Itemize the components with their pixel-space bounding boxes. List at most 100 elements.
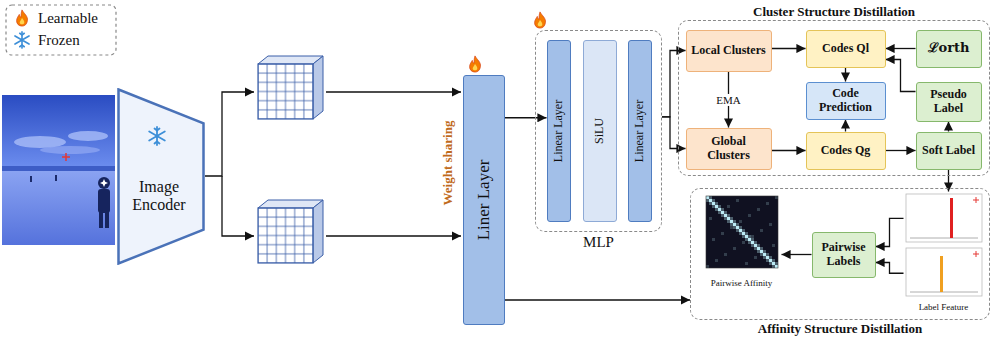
heatmap-cell <box>763 196 766 199</box>
heatmap-cell <box>751 244 754 247</box>
heatmap-cell <box>724 211 727 214</box>
heatmap-cell <box>730 199 733 202</box>
heatmap-cell <box>712 199 715 202</box>
heatmap-cell <box>748 262 751 265</box>
heatmap-cell <box>745 241 748 244</box>
feature-map <box>258 56 323 119</box>
heatmap-cell <box>748 223 751 226</box>
heatmap-cell <box>754 229 757 232</box>
heatmap-cell <box>742 241 745 244</box>
heatmap-cell <box>706 259 709 262</box>
heatmap-cell <box>715 211 718 214</box>
heatmap-cell <box>742 232 745 235</box>
heatmap-cell <box>718 211 721 214</box>
heatmap-cell <box>724 202 727 205</box>
heatmap-cell <box>763 232 766 235</box>
heatmap-cell <box>727 244 730 247</box>
sky <box>2 95 115 170</box>
heatmap-cell <box>727 265 730 268</box>
heatmap-cell <box>775 256 778 259</box>
heatmap-cell <box>715 235 718 238</box>
heatmap-cell <box>727 208 730 211</box>
heatmap-cell <box>706 223 709 226</box>
heatmap-cell <box>769 241 772 244</box>
heatmap-cell <box>736 205 739 208</box>
heatmap-cell <box>730 211 733 214</box>
node-label: Pairwise Affinity <box>702 278 782 288</box>
heatmap-cell <box>760 241 763 244</box>
heatmap-cell <box>721 235 724 238</box>
heatmap-cell <box>715 241 718 244</box>
heatmap-cell <box>727 235 730 238</box>
heatmap-cell <box>757 259 760 262</box>
heatmap-cell <box>775 259 778 262</box>
heatmap-cell <box>775 217 778 220</box>
heatmap-cell <box>712 238 715 241</box>
label-box: Pairwise Labels <box>812 232 876 278</box>
heatmap-cell <box>766 199 769 202</box>
node-label: Codes Ql <box>822 42 869 55</box>
heatmap-cell <box>745 196 748 199</box>
heatmap-cell <box>733 196 736 199</box>
heatmap-cell <box>736 238 739 241</box>
heatmap-cell <box>727 211 730 214</box>
heatmap-cell <box>727 199 730 202</box>
heatmap-cell <box>775 250 778 253</box>
heatmap-cell <box>760 214 763 217</box>
heatmap-cell <box>757 238 760 241</box>
heatmap-cell <box>760 220 763 223</box>
heatmap-cell <box>712 235 715 238</box>
heatmap-cell <box>769 265 772 268</box>
heatmap-cell <box>715 220 718 223</box>
heatmap-cell <box>760 226 763 229</box>
connector-arrow <box>772 150 806 151</box>
heatmap-cell <box>733 250 736 253</box>
node-label: Linear Layer <box>633 99 646 161</box>
heatmap-cell <box>706 238 709 241</box>
heatmap-cell <box>718 214 721 217</box>
heatmap-cell <box>736 223 739 226</box>
heatmap-cell <box>775 226 778 229</box>
heatmap-cell <box>733 202 736 205</box>
affinity-heatmap: Pairwise Affinity <box>702 194 782 290</box>
heatmap-cell <box>706 205 709 208</box>
heatmap-cell <box>751 217 754 220</box>
heatmap-cell <box>739 262 742 265</box>
heatmap-cell <box>715 217 718 220</box>
heatmap-cell <box>763 241 766 244</box>
heatmap-cell <box>715 205 718 208</box>
heatmap-cell <box>766 238 769 241</box>
heatmap-cell <box>721 259 724 262</box>
heatmap-cell <box>760 208 763 211</box>
heatmap-cell <box>742 211 745 214</box>
heatmap-cell <box>727 256 730 259</box>
heatmap-cell <box>733 253 736 256</box>
heatmap-cell <box>727 259 730 262</box>
heatmap-cell <box>742 238 745 241</box>
heatmap-cell <box>751 214 754 217</box>
wire-arrow <box>205 92 254 176</box>
group-title: Cluster Structure Distillation <box>753 5 915 19</box>
heatmap-cell <box>706 214 709 217</box>
legend-entry: Frozen <box>38 32 80 49</box>
connector-arrow <box>782 254 812 255</box>
heatmap-cell <box>739 217 742 220</box>
heatmap-cell <box>709 253 712 256</box>
heatmap-cell <box>775 229 778 232</box>
edge-label: EMA <box>714 93 742 105</box>
heatmap-cell <box>709 202 712 205</box>
heatmap-cell <box>754 226 757 229</box>
feature-map-front <box>258 208 313 263</box>
bar-charts <box>904 192 984 298</box>
heatmap-cell <box>730 262 733 265</box>
heatmap-cell <box>745 223 748 226</box>
heatmap-cell <box>739 205 742 208</box>
heatmap-cell <box>745 199 748 202</box>
heatmap-cell <box>754 211 757 214</box>
input-photo <box>2 95 115 245</box>
heatmap-cell <box>730 244 733 247</box>
heatmap-cell <box>763 208 766 211</box>
heatmap-cell <box>772 211 775 214</box>
heatmap-cell <box>751 229 754 232</box>
heatmap-cell <box>706 256 709 259</box>
